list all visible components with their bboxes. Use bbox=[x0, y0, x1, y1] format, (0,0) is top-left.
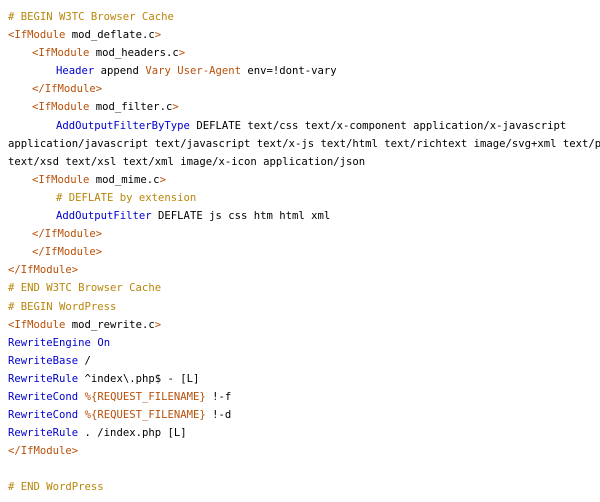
code-token-plain: ^index\.php$ - [L] bbox=[78, 372, 200, 385]
code-line: RewriteBase / bbox=[8, 352, 600, 370]
code-line: # BEGIN WordPress bbox=[8, 298, 600, 316]
code-token-tag: <IfModule bbox=[32, 173, 90, 186]
code-line: <IfModule mod_headers.c> bbox=[8, 44, 600, 62]
code-token-plain: application/javascript text/javascript t… bbox=[8, 137, 600, 150]
code-token-tag: > bbox=[178, 47, 186, 60]
code-line: </IfModule> bbox=[8, 442, 600, 460]
code-token-directive: Header bbox=[56, 65, 95, 78]
code-token-directive: RewriteCond bbox=[8, 409, 79, 422]
code-line: RewriteRule ^index\.php$ - [L] bbox=[8, 370, 600, 388]
code-token-plain: env=!dont-vary bbox=[241, 65, 337, 78]
code-token-plain: mod_deflate.c bbox=[65, 29, 155, 42]
code-token-tag: <IfModule bbox=[32, 101, 90, 114]
code-line: text/xsd text/xsl text/xml image/x-icon … bbox=[8, 153, 600, 171]
code-line: <IfModule mod_filter.c> bbox=[8, 98, 600, 116]
code-line: RewriteCond %{REQUEST_FILENAME} !-d bbox=[8, 406, 600, 424]
code-token-plain: mod_mime.c bbox=[89, 173, 160, 186]
code-token-tag: </IfModule> bbox=[32, 228, 103, 241]
code-line: </IfModule> bbox=[8, 261, 600, 279]
code-token-plain: DEFLATE js css htm html xml bbox=[151, 210, 331, 223]
code-line: # DEFLATE by extension bbox=[8, 189, 600, 207]
code-line: </IfModule> bbox=[8, 80, 600, 98]
code-token-plain: mod_filter.c bbox=[89, 101, 173, 114]
code-token-tag: > bbox=[172, 101, 179, 114]
code-token-directive: RewriteCond bbox=[8, 390, 79, 403]
code-line: Header append Vary User-Agent env=!dont-… bbox=[8, 62, 600, 80]
code-token-plain: / bbox=[78, 354, 91, 367]
code-token-directive: On bbox=[97, 336, 111, 349]
code-token-directive: AddOutputFilterByType bbox=[56, 119, 190, 132]
code-line: </IfModule> bbox=[8, 225, 600, 243]
code-token-var: Vary bbox=[145, 65, 171, 78]
code-token-tag: </IfModule> bbox=[32, 246, 103, 259]
code-line bbox=[8, 460, 600, 478]
code-token-comment: # BEGIN WordPress bbox=[8, 300, 117, 313]
code-token-var: User-Agent bbox=[177, 65, 241, 78]
code-token-plain: text/xsd text/xsl text/xml image/x-icon … bbox=[8, 155, 366, 168]
code-token-comment: # DEFLATE by extension bbox=[56, 191, 197, 204]
code-line: </IfModule> bbox=[8, 243, 600, 261]
code-token-directive: RewriteBase bbox=[8, 354, 79, 367]
code-line: <IfModule mod_rewrite.c> bbox=[8, 316, 600, 334]
code-line: # END WordPress bbox=[8, 478, 600, 496]
code-token-plain: mod_headers.c bbox=[89, 47, 179, 60]
code-block: # BEGIN W3TC Browser Cache <IfModule mod_… bbox=[0, 8, 600, 497]
code-token-plain: DEFLATE text/css text/x-component applic… bbox=[189, 119, 567, 132]
code-line: RewriteEngine On bbox=[8, 334, 600, 352]
code-token-tag: > bbox=[154, 29, 162, 42]
code-line: RewriteRule . /index.php [L] bbox=[8, 424, 600, 442]
code-token-tag: <IfModule bbox=[8, 318, 66, 331]
code-line: AddOutputFilterByType DEFLATE text/css t… bbox=[8, 117, 600, 135]
code-line: # END W3TC Browser Cache bbox=[8, 279, 600, 297]
code-token-plain: !-f bbox=[205, 390, 232, 403]
code-token-plain: !-d bbox=[205, 409, 232, 422]
code-line: <IfModule mod_mime.c> bbox=[8, 171, 600, 189]
code-line: AddOutputFilter DEFLATE js css htm html … bbox=[8, 207, 600, 225]
code-token-tag: > bbox=[154, 318, 162, 331]
code-line: <IfModule mod_deflate.c> bbox=[8, 26, 600, 44]
code-token-tag: <IfModule bbox=[32, 47, 90, 60]
code-token-comment: # BEGIN W3TC Browser Cache bbox=[8, 11, 174, 23]
code-token-tag: </IfModule> bbox=[8, 445, 79, 458]
code-token-directive: RewriteRule bbox=[8, 427, 79, 440]
code-token-comment: # END W3TC Browser Cache bbox=[8, 282, 162, 295]
code-token-var: %{REQUEST_FILENAME} bbox=[84, 390, 206, 403]
code-token-plain: mod_rewrite.c bbox=[65, 318, 155, 331]
code-token-tag: </IfModule> bbox=[8, 264, 79, 277]
code-token-tag: </IfModule> bbox=[32, 83, 103, 96]
code-token-directive: RewriteRule bbox=[8, 372, 79, 385]
code-line: application/javascript text/javascript t… bbox=[8, 135, 600, 153]
code-token-tag: <IfModule bbox=[8, 29, 66, 42]
code-token-plain: . /index.php [L] bbox=[78, 427, 187, 440]
code-token-comment: # END WordPress bbox=[8, 481, 104, 494]
code-token-directive: AddOutputFilter bbox=[56, 210, 152, 223]
code-token-tag: > bbox=[159, 173, 166, 186]
code-token-directive: RewriteEngine bbox=[8, 336, 91, 349]
code-line: RewriteCond %{REQUEST_FILENAME} !-f bbox=[8, 388, 600, 406]
code-token-var: %{REQUEST_FILENAME} bbox=[84, 409, 206, 422]
code-token-plain: append bbox=[94, 65, 146, 78]
code-line: # BEGIN W3TC Browser Cache bbox=[8, 8, 600, 26]
